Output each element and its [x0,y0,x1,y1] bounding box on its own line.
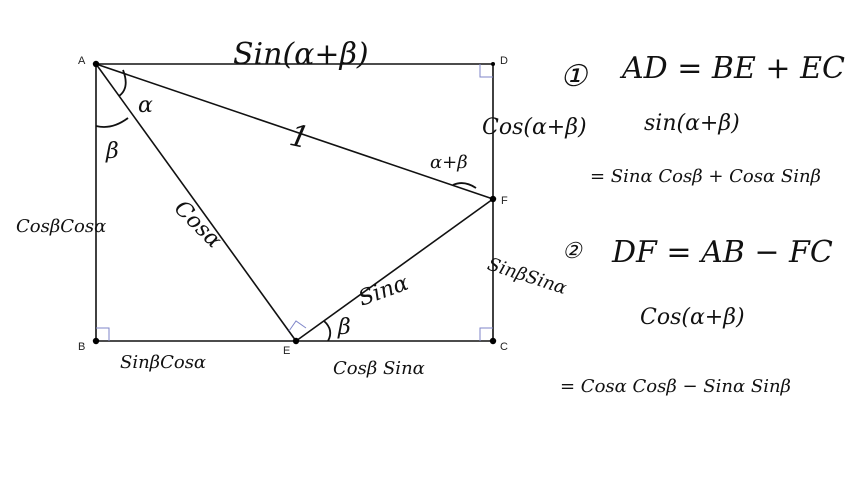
label-be: SinβCosα [120,352,206,373]
point-d [491,62,495,66]
note-one-marker: ① [560,59,589,94]
segment-ef [295,198,494,342]
right-angle-d [479,64,493,78]
label-fc: SinβSinα [485,254,569,299]
point-b [92,337,100,345]
right-angle-e [288,320,307,332]
label-point-f: F [501,195,508,207]
label-angle-alpha-beta-f: α+β [430,152,468,173]
point-c [489,337,497,345]
label-ec: Cosβ Sinα [333,358,425,379]
angle-arc-alpha-a [118,69,127,97]
note-two-equation: DF = AB − FC [611,235,833,270]
note-one-equation: AD = BE + EC [619,51,845,86]
angle-arc-beta-e [323,320,332,342]
label-df: Cos(α+β) [482,115,587,140]
note-two-line2: Cos(α+β) [640,305,745,330]
label-point-c: C [500,341,508,353]
point-e [292,337,300,345]
label-point-a: A [78,55,86,67]
label-ab: CosβCosα [16,216,106,237]
angle-arc-beta-a [95,117,129,128]
label-ef: Sinα [355,271,412,312]
point-f [489,195,497,203]
point-a [92,60,100,68]
segment-af [95,63,494,200]
label-ad: Sin(α+β) [233,37,369,72]
note-one-line2: sin(α+β) [644,111,740,136]
right-angle-c [479,327,493,341]
label-af: 1 [286,118,312,156]
label-point-e: E [283,345,290,357]
note-one-line3: = Sinα Cosβ + Cosα Sinβ [590,166,821,187]
segment-ae [95,63,297,342]
angle-arc-alpha-beta-f [452,182,477,189]
note-two-marker: ② [562,239,583,264]
label-point-b: B [78,341,85,353]
note-two-line3: = Cosα Cosβ − Sinα Sinβ [560,376,791,397]
right-angle-b [96,327,110,341]
label-angle-alpha-a: α [138,93,153,118]
label-angle-beta-e: β [337,315,351,340]
label-point-d: D [500,55,508,67]
label-angle-beta-a: β [105,139,119,164]
